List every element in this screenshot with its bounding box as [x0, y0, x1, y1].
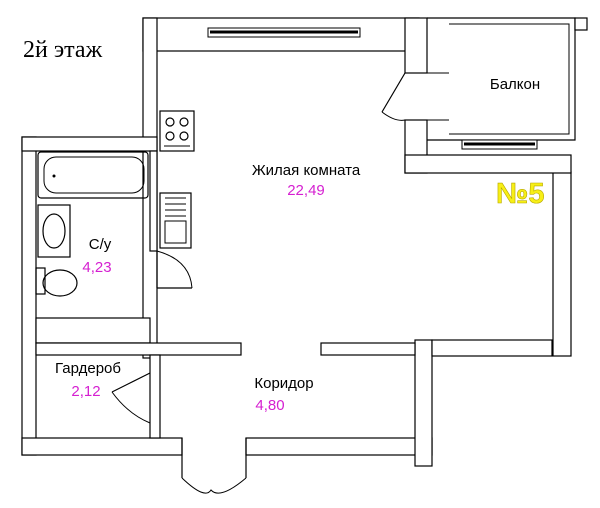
- sink: [42, 213, 66, 249]
- living-right-top-wall: [404, 154, 572, 174]
- entrance-door-arc: [181, 477, 247, 494]
- corridor-top-wall-left: [35, 342, 242, 356]
- balcony-corner: [574, 17, 588, 31]
- bathroom-area: 4,23: [82, 259, 111, 276]
- sink-counter: [37, 204, 71, 258]
- wardrobe-name: Гардероб: [55, 360, 121, 377]
- bottom-wall-left: [21, 437, 183, 456]
- bathroom-fixtures: [35, 151, 193, 297]
- bathtub: [37, 151, 149, 199]
- right-step-wall: [431, 339, 553, 357]
- windows: [207, 27, 538, 150]
- bottom-wall-right: [245, 437, 433, 456]
- balcony-inner-outline: [449, 23, 570, 135]
- balcony-wall-top: [404, 17, 428, 74]
- interior-walls: [35, 150, 416, 439]
- bath-top-wall: [21, 136, 158, 152]
- toilet-tank: [35, 267, 46, 295]
- corridor-name: Коридор: [254, 375, 313, 392]
- bathtub-inner: [43, 156, 145, 194]
- wardrobe-door: [111, 372, 151, 424]
- right-wall: [552, 171, 572, 357]
- walls: [21, 17, 572, 467]
- unit-number: №5: [496, 178, 544, 210]
- bath-door-arc: [156, 250, 193, 289]
- stove: [159, 110, 195, 152]
- left-outer-wall: [21, 136, 37, 456]
- toilet-bowl: [42, 269, 78, 297]
- kitchen-basin: [164, 220, 187, 244]
- wardrobe-wall: [149, 354, 161, 439]
- shelf-partition: [35, 317, 151, 344]
- living-room-name: Жилая комната: [252, 162, 361, 179]
- balcony-name: Балкон: [490, 76, 540, 93]
- kitchen-sink: [159, 192, 192, 249]
- right-lower-wall: [414, 339, 433, 467]
- bath-right-wall: [149, 150, 158, 252]
- living-room-area: 22,49: [287, 182, 325, 199]
- wardrobe-area: 2,12: [71, 383, 100, 400]
- floor-label: 2й этаж: [23, 37, 103, 63]
- corridor-area: 4,80: [255, 397, 284, 414]
- kitchen-fixtures: [159, 110, 195, 249]
- entrance-door: [181, 438, 247, 494]
- corridor-top-wall-right: [320, 342, 416, 356]
- bathroom-name: С/у: [89, 236, 112, 253]
- balcony-door: [381, 72, 406, 121]
